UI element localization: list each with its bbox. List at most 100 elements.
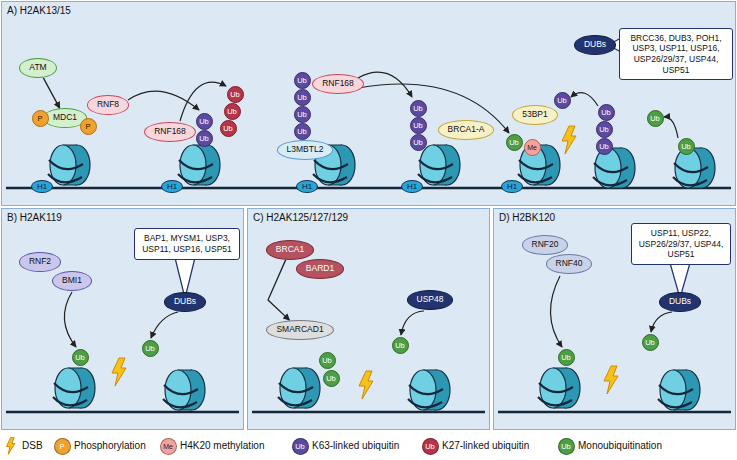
- node-label: MDC1: [53, 113, 77, 123]
- legend-sample-text: Ub: [292, 438, 309, 455]
- node-label: L3MBTL2: [287, 145, 324, 155]
- node-label: DUBs: [174, 297, 196, 307]
- label-holder: Ub: [410, 100, 427, 117]
- phospho-mark: P: [32, 110, 49, 127]
- process-arrow: [651, 312, 672, 332]
- ubiquitin-mark: Ub: [294, 123, 311, 140]
- reader-oval: 53BP1: [512, 105, 558, 125]
- node-label: BAP1, MYSM1, USP3, USP11, USP16, USP51: [140, 233, 234, 254]
- ligase-oval: BARD1: [296, 259, 344, 279]
- dna-strand: [252, 411, 485, 414]
- node-label: DUBs: [584, 40, 606, 50]
- histone-h1-label: H1: [161, 180, 183, 193]
- node-label: BRCA1-A: [448, 125, 485, 135]
- ubiquitin-mark: Ub: [678, 138, 695, 155]
- label-holder: Ub: [294, 106, 311, 123]
- process-arrow: [358, 84, 509, 133]
- label-holder: Ub: [294, 72, 311, 89]
- label-holder: Ub: [294, 123, 311, 140]
- ubiquitin-mark: Ub: [554, 92, 571, 109]
- nucleosome: [163, 370, 205, 410]
- label-holder: H1: [296, 180, 318, 193]
- legend-entry: H4K20 methylation: [180, 439, 265, 453]
- ubiquitin-mark: Ub: [196, 113, 213, 130]
- node-label: RNF2: [29, 257, 51, 267]
- label-holder: H1: [401, 180, 423, 193]
- dub-list-box: BAP1, MYSM1, USP3, USP11, USP16, USP51: [134, 228, 240, 259]
- legend-sample-text: Ub: [422, 438, 439, 455]
- process-arrow: [401, 311, 424, 335]
- legend-entry: K27-linked ubiquitin: [442, 439, 529, 453]
- node-label: RNF20: [532, 240, 559, 250]
- ubiquitin-mark: Ub: [294, 72, 311, 89]
- reader-oval: L3MBTL2: [277, 140, 334, 160]
- histone-h1-label: H1: [501, 180, 523, 193]
- callout-tail: [608, 38, 621, 52]
- ubiquitin-mark: Ub: [598, 104, 615, 121]
- label-holder: H1: [501, 180, 523, 193]
- callout-tail: [670, 263, 690, 298]
- ubiquitin-mark: Ub: [142, 340, 159, 357]
- ubiquitin-mark: Ub: [220, 120, 237, 137]
- dsb-bolt: [604, 366, 618, 394]
- ubiquitin-mark: Ub: [558, 349, 575, 366]
- ubiquitin-mark: Ub: [72, 349, 89, 366]
- label-holder: H1: [31, 180, 53, 193]
- nucleosome: [408, 370, 450, 410]
- label-holder: Ub: [647, 110, 664, 127]
- legend-text: H4K20 methylation: [180, 439, 265, 453]
- process-arrow: [180, 82, 226, 121]
- ligase-oval: RNF8: [87, 95, 129, 115]
- ubiquitin-mark: Ub: [294, 89, 311, 106]
- label-holder: Ub: [323, 370, 340, 387]
- ubiquitin-mark: Ub: [410, 117, 427, 134]
- process-arrow: [571, 93, 598, 106]
- label-holder: Ub: [196, 130, 213, 147]
- dub-oval: DUBs: [574, 35, 616, 55]
- label-holder: Ub: [292, 438, 309, 455]
- label-holder: Ub: [142, 340, 159, 357]
- connector-arrow: [43, 78, 59, 108]
- ubiquitin-mark: Ub: [410, 134, 427, 151]
- dna-wrap: [418, 160, 453, 182]
- legend-text: Monoubiquitination: [578, 439, 662, 453]
- nucleosome: [178, 145, 220, 185]
- dna-wrap: [658, 385, 693, 407]
- label-holder: Ub: [220, 120, 237, 137]
- ligase-oval: RNF20: [522, 235, 569, 255]
- panel-title: A) H2AK13/15: [7, 5, 730, 16]
- label-holder: Ub: [319, 352, 336, 369]
- ubiquitin-mark: Ub: [224, 103, 241, 120]
- label-holder: Ub: [506, 134, 523, 151]
- node-label: USP11, USP22, USP26/29/37, USP44, USP51: [637, 228, 725, 260]
- ubiquitin-mark: Ub: [196, 130, 213, 147]
- legend-entry: Phosphorylation: [74, 439, 146, 453]
- dna-wrap: [278, 383, 313, 405]
- label-holder: Ub: [598, 104, 615, 121]
- label-holder: P: [32, 110, 49, 127]
- legend-sample-text: Me: [160, 438, 177, 455]
- dsb-bolt: [562, 126, 576, 154]
- label-holder: P: [54, 438, 71, 455]
- nucleosome: [278, 368, 320, 408]
- ubiquitin-mark: Ub: [647, 110, 664, 127]
- ligase-oval: RNF40: [546, 254, 593, 274]
- ubiquitin-mark: Ub: [596, 138, 613, 155]
- legend-entry: Monoubiquitination: [578, 439, 662, 453]
- node-label: ATM: [29, 63, 46, 73]
- node-label: BRCA1: [276, 245, 304, 255]
- reader-oval: BRCA1-A: [438, 120, 495, 140]
- dna-wrap: [313, 160, 348, 182]
- dna-wrap: [538, 383, 573, 405]
- kinase-oval: ATM: [19, 58, 56, 78]
- process-arrow: [151, 312, 178, 338]
- legend-text: DSB: [22, 439, 43, 453]
- dna-wrap: [593, 163, 628, 185]
- panel-title: B) H2AK119: [7, 212, 238, 223]
- node-label: BARD1: [306, 264, 334, 274]
- node-label: RNF168: [154, 127, 186, 137]
- legend-text: K63-linked ubiquitin: [312, 439, 399, 453]
- nucleosome: [518, 145, 560, 185]
- dsb-bolt: [359, 371, 373, 399]
- label-holder: Ub: [558, 438, 575, 455]
